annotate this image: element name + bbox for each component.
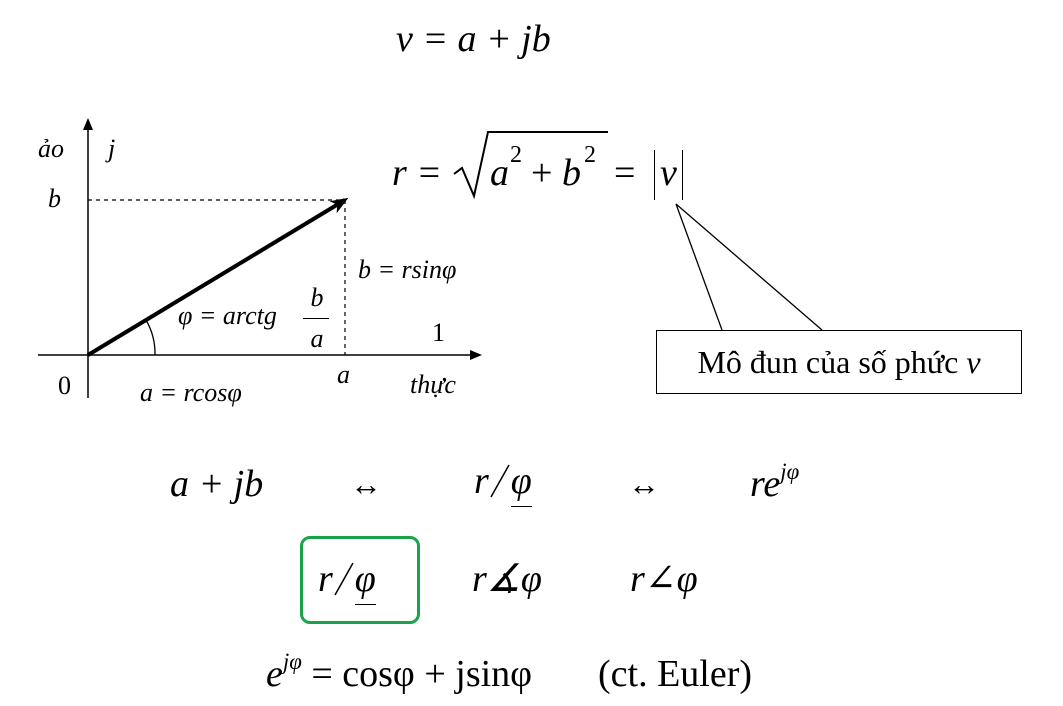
equivalence-arrow-1: ↔ xyxy=(350,466,382,502)
notation-slash xyxy=(334,562,354,596)
euler-rhs: = cosφ + jsinφ xyxy=(311,653,533,695)
modulus-equals: = xyxy=(614,152,636,194)
angle-arc xyxy=(145,319,156,356)
modulus-lhs: r = xyxy=(392,152,442,194)
a-formula: a = rcosφ xyxy=(140,378,242,407)
phasor-vector xyxy=(86,197,349,357)
phi-frac-denominator: a xyxy=(310,324,324,353)
imaginary-axis-label: ảo xyxy=(38,134,64,163)
callout-text: Mô đun của số phức xyxy=(697,343,967,380)
abs-bar-left xyxy=(654,150,655,200)
radicand-plus: + xyxy=(531,152,553,194)
radicand-b-exponent: 2 xyxy=(584,142,596,168)
notation-measured-angle: r∡φ xyxy=(472,558,542,600)
phi-formula-lhs: φ = arctg xyxy=(178,301,277,330)
main-equation: v = a + jb xyxy=(396,18,551,60)
exponential-form: rejφ xyxy=(750,460,799,505)
notation-slash-r: r xyxy=(318,558,333,600)
radicand-a: a xyxy=(490,152,509,194)
abs-bar-right xyxy=(682,150,683,200)
polar-form-phi: φ xyxy=(510,460,532,507)
highlighted-polar-notation xyxy=(300,536,420,624)
polar-form-slash xyxy=(490,464,510,498)
euler-base: e xyxy=(266,653,283,695)
modulus-v: v xyxy=(660,152,677,194)
b-formula: b = rsinφ xyxy=(358,255,457,284)
phi-frac-bar xyxy=(303,318,329,319)
notation-slash-phi: φ xyxy=(354,558,376,605)
radicand-b: b xyxy=(562,152,581,194)
origin-label: 0 xyxy=(58,371,71,400)
notation-angle: r∠φ xyxy=(630,558,698,600)
sqrt-radical xyxy=(453,131,608,200)
polar-form-r: r xyxy=(474,460,489,502)
euler-note: (ct. Euler) xyxy=(598,653,753,695)
radicand-a-exponent: 2 xyxy=(510,142,522,168)
real-unit-label: 1 xyxy=(432,318,445,347)
euler-formula: ejφ = cosφ + jsinφ xyxy=(266,650,533,695)
modulus-callout: Mô đun của số phức v xyxy=(656,330,1022,394)
exponential-base: re xyxy=(750,463,781,505)
rectangular-form: a + jb xyxy=(170,463,264,505)
euler-exponent: jφ xyxy=(282,648,302,674)
callout-leader-left xyxy=(675,203,723,331)
imaginary-unit-label: j xyxy=(108,134,116,163)
real-tick-label: a xyxy=(337,360,350,389)
exponential-exponent: jφ xyxy=(780,458,800,484)
real-axis-label: thực xyxy=(410,370,456,399)
phi-frac-numerator: b xyxy=(310,283,324,312)
callout-leader-right xyxy=(675,203,823,331)
equivalence-arrow-2: ↔ xyxy=(628,466,660,502)
b-tick-label: b xyxy=(48,184,61,213)
callout-var: v xyxy=(966,343,981,380)
